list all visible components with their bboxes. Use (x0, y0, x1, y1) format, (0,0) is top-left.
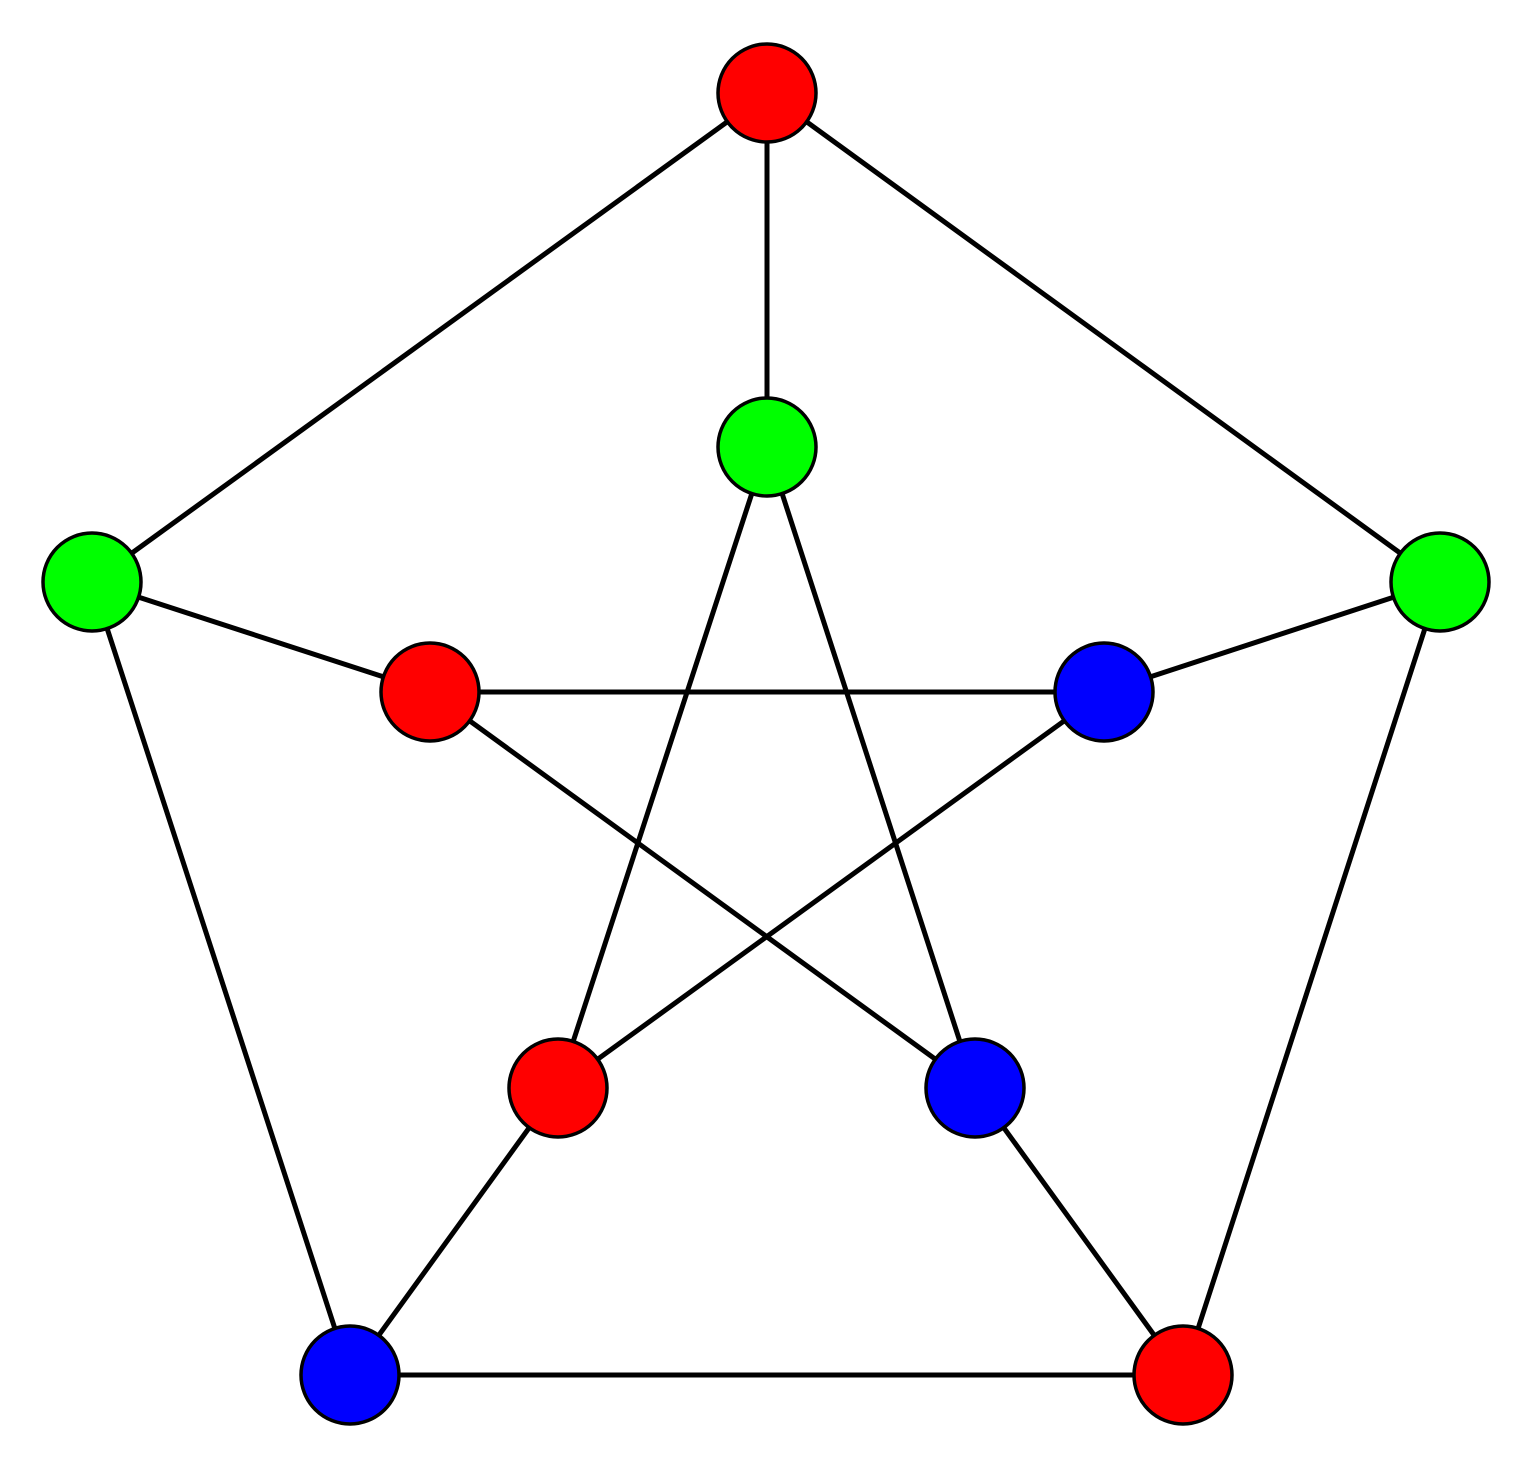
edge-outer-right-inner-right (1103, 579, 1441, 695)
edge-outer-bottom-right-inner-bottom-right (972, 1086, 1186, 1377)
edge-outer-bottom-left-inner-bottom-left (347, 1086, 561, 1377)
node-outer-bottom-right (1132, 1324, 1234, 1426)
edge-outer-left-inner-left (91, 579, 431, 695)
node-inner-left (379, 641, 481, 743)
edge-outer-left-outer-top (90, 90, 769, 585)
edge-inner-left-inner-bottom-right (428, 689, 977, 1091)
node-inner-bottom-right (924, 1037, 1026, 1139)
edge-inner-right-inner-bottom-left (556, 689, 1106, 1091)
node-inner-bottom-left (507, 1037, 609, 1139)
node-outer-right (1389, 531, 1491, 633)
edges-layer (89, 90, 1443, 1378)
edge-outer-top-outer-right (765, 90, 1442, 585)
node-outer-top (716, 42, 818, 144)
edge-outer-bottom-left-outer-left (89, 581, 353, 1376)
node-inner-right (1053, 641, 1155, 743)
edge-inner-top-inner-bottom-right (764, 446, 978, 1089)
edge-outer-right-outer-bottom-right (1180, 581, 1443, 1376)
edge-inner-top-inner-bottom-left (555, 446, 770, 1089)
node-inner-top (716, 396, 818, 498)
node-outer-bottom-left (299, 1324, 401, 1426)
node-outer-left (41, 531, 143, 633)
nodes-layer (41, 42, 1491, 1426)
